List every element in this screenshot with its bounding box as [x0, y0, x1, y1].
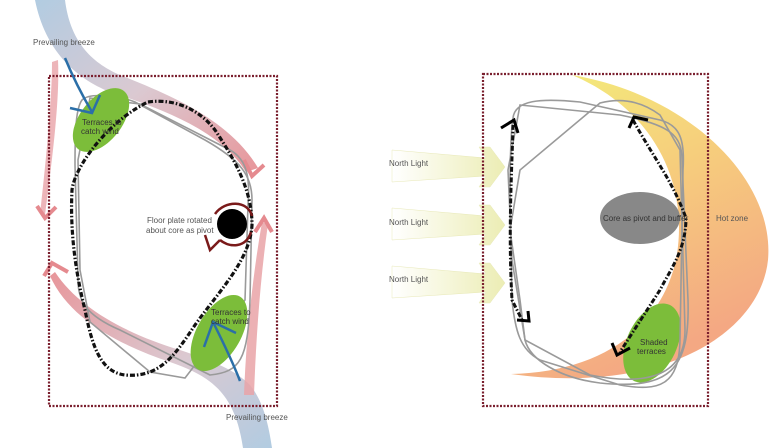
core-pivot: [217, 209, 247, 239]
terrace-label-bottom-1: Terraces to: [211, 308, 251, 317]
left-diagram: Prevailing breeze Prevailing breeze Terr…: [33, 0, 288, 448]
terrace-label-top-1: Terraces to: [82, 118, 122, 127]
rotated-floor-plate-left: [69, 99, 254, 377]
airflow-right: [244, 222, 268, 395]
north-light-label-3: North Light: [389, 275, 429, 284]
terrace-top-left: [72, 88, 130, 152]
breeze-label-bottom: Prevailing breeze: [226, 413, 288, 422]
rotated-floor-plate-right: [508, 119, 688, 353]
wind-arrow-bottom: [202, 320, 242, 382]
north-light-label-1: North Light: [389, 159, 429, 168]
core-buffer: [600, 192, 680, 244]
site-boundary-left: [47, 74, 279, 408]
airflow-arrowhead-left-up: [42, 260, 69, 278]
shaded-terrace-label-2: terraces: [637, 347, 666, 356]
north-light-arrow-1: [391, 146, 506, 188]
terrace-shaded: [623, 303, 681, 383]
airflow-arrowhead-left-down: [35, 204, 58, 222]
right-diagram: North Light North Light North Light Core…: [389, 72, 769, 408]
north-light-arrow-3: [391, 262, 506, 304]
floor-plate-outlines-left: [74, 94, 253, 379]
hot-zone-label: Hot zone: [716, 214, 749, 223]
floor-plate-outlines-right: [507, 99, 689, 389]
rotation-arrow-icon: [203, 202, 254, 253]
airflow-arrowhead-right-up: [253, 214, 274, 234]
terrace-label-top-2: catch wind: [81, 127, 119, 136]
hot-zone: [511, 75, 769, 379]
north-light-label-2: North Light: [389, 218, 429, 227]
core-label-2: about core as pivot: [146, 226, 214, 235]
shaded-terrace-label-1: Shaded: [640, 338, 668, 347]
core-label-right: Core as pivot and buffer: [603, 214, 689, 223]
breeze-band-top: [35, 0, 258, 172]
breeze-label-top: Prevailing breeze: [33, 38, 95, 47]
north-light-arrows: [391, 146, 506, 304]
terrace-label-bottom-2: catch wind: [211, 317, 249, 326]
rotation-arrowheads: [500, 115, 649, 358]
core-label-1: Floor plate rotated: [147, 216, 212, 225]
site-boundary-right: [481, 72, 710, 408]
airflow-arrowhead-right-down: [242, 159, 266, 180]
breeze-band-bottom: [50, 272, 272, 448]
wind-arrow-top: [63, 57, 102, 115]
